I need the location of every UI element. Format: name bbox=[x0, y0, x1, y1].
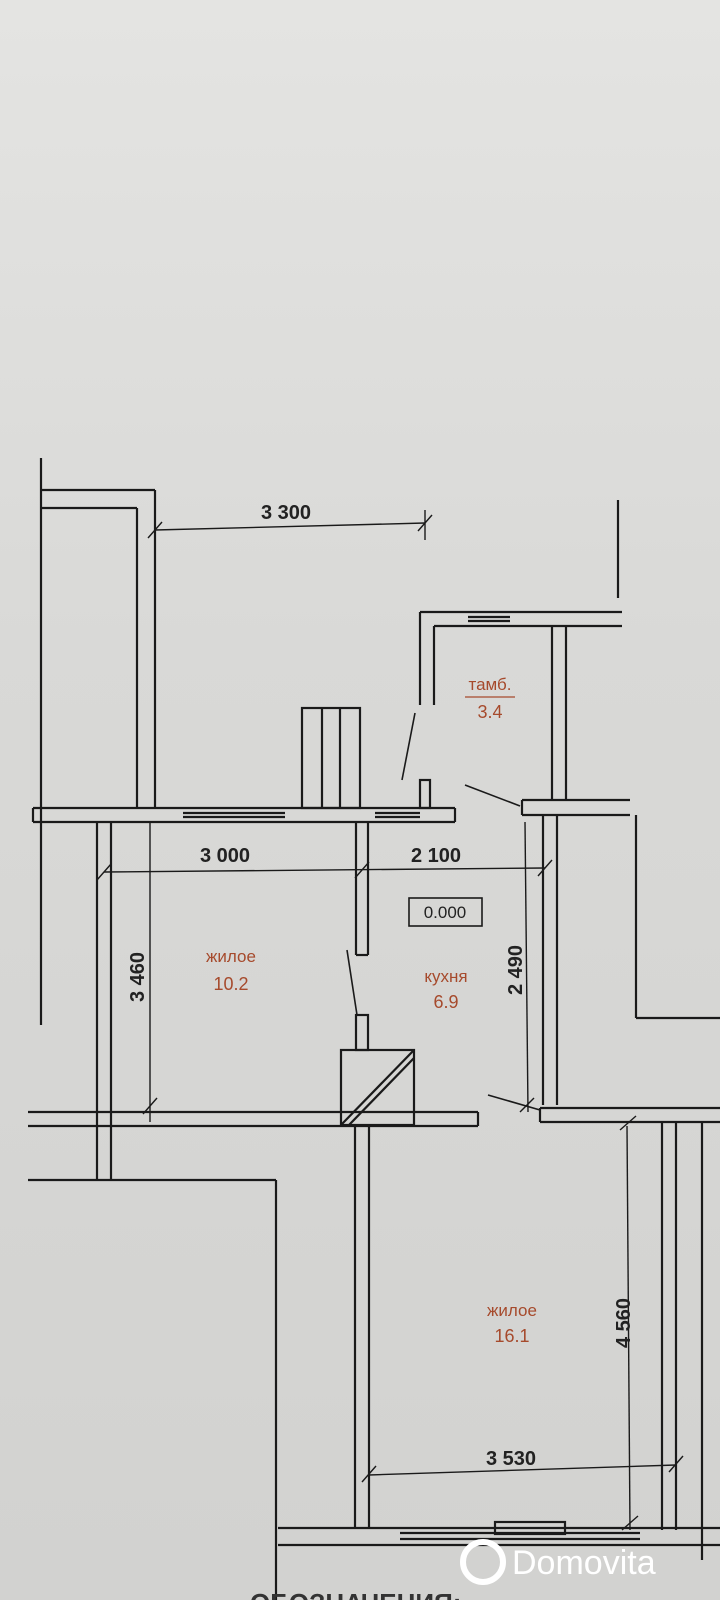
watermark: Domovita bbox=[460, 1539, 656, 1585]
dim-living2-height: 4 560 bbox=[613, 1298, 635, 1348]
room-name-living1: жилое bbox=[206, 947, 256, 966]
watermark-brand: Domovita bbox=[512, 1544, 656, 1582]
level-mark: 0.000 bbox=[424, 903, 467, 922]
room-area-living2: 16.1 bbox=[494, 1326, 529, 1346]
room-name-vestibule: тамб. bbox=[468, 675, 511, 694]
legend-caption: ОБОЗНАЧЕНИЯ: bbox=[250, 1588, 461, 1600]
room-area-vestibule: 3.4 bbox=[477, 702, 502, 722]
level-mark-box bbox=[408, 897, 483, 927]
domovita-logo-icon bbox=[460, 1539, 506, 1585]
room-name-living2: жилое bbox=[487, 1301, 537, 1320]
door-swings bbox=[346, 712, 541, 1111]
dim-living1-height: 3 460 bbox=[127, 952, 149, 1002]
walls bbox=[28, 458, 720, 1600]
dim-living2-width: 3 530 bbox=[486, 1448, 536, 1470]
dimension-lines bbox=[96, 510, 684, 1531]
dim-living1-width: 3 000 bbox=[200, 845, 250, 867]
dim-kitchen-height: 2 490 bbox=[505, 945, 527, 995]
room-name-kitchen: кухня bbox=[424, 967, 467, 986]
dim-top-width: 3 300 bbox=[261, 502, 311, 524]
room-area-kitchen: 6.9 bbox=[433, 992, 458, 1012]
room-area-living1: 10.2 bbox=[213, 974, 248, 994]
dim-kitchen-width: 2 100 bbox=[411, 845, 461, 867]
